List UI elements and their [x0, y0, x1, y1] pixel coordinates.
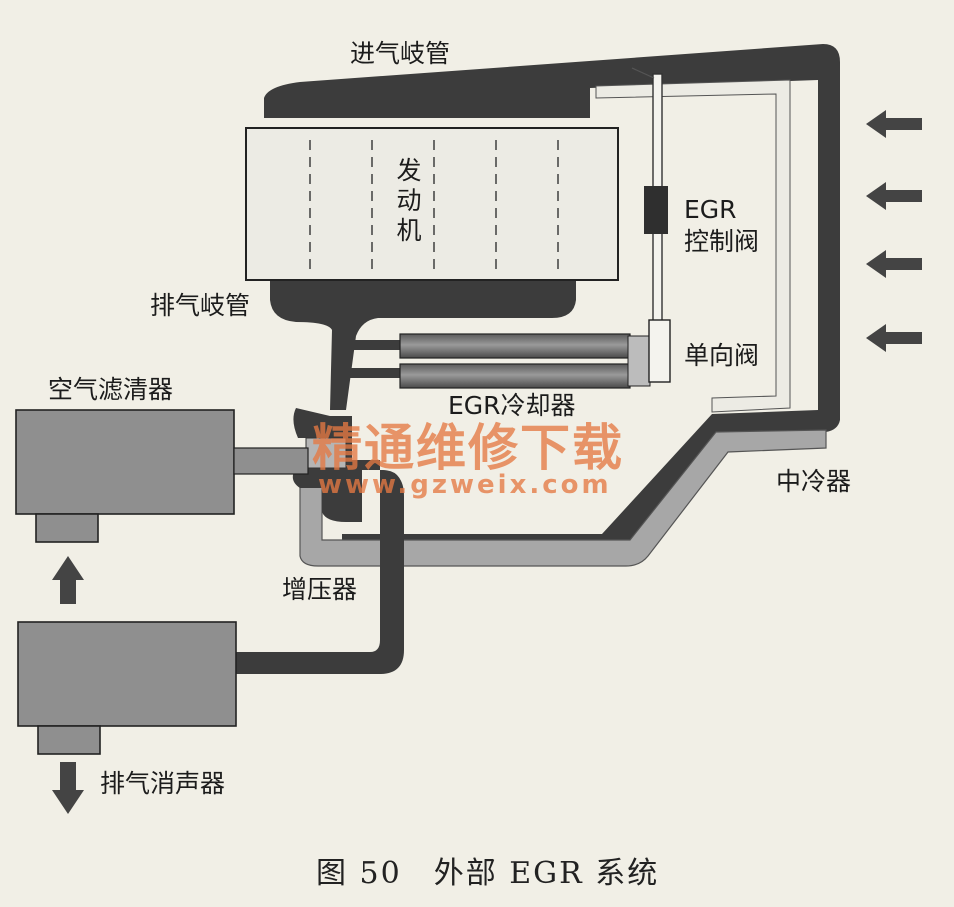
watermark-title: 精通维修下载 [312, 419, 624, 477]
turbocharger [292, 408, 402, 522]
air-filter-outlet [233, 447, 309, 475]
engine-label-1: 发 [396, 156, 422, 185]
watermark-url: www.gzweix.com [318, 470, 612, 500]
cooling-air-arrow-icon [866, 324, 922, 352]
turbo-compressor-housing [305, 437, 347, 469]
engine-label-3: 机 [396, 216, 422, 245]
check-valve-body [648, 319, 671, 383]
intercooler-label: 中冷器 [776, 467, 852, 496]
intake-air-arrow-icon [52, 556, 84, 604]
exhaust-out-arrow-icon [52, 762, 84, 814]
figure-caption: 图 50 外部 EGR 系统 [316, 856, 660, 891]
muffler-outlet [37, 725, 101, 755]
check-valve-label: 单向阀 [684, 341, 760, 370]
cooling-air-arrow-icon [866, 250, 922, 278]
muffler-label: 排气消声器 [100, 769, 226, 798]
intake-manifold-pipe [264, 44, 840, 556]
muffler [17, 621, 237, 727]
egr-control-valve [644, 186, 668, 234]
egr-valve-label-1: EGR [684, 195, 737, 224]
egr-cooler-connector [346, 340, 402, 350]
egr-cooler-end-cap [627, 335, 651, 387]
air-filter-label: 空气滤清器 [48, 375, 174, 404]
exhaust-downpipe [236, 470, 404, 674]
engine-label-2: 动 [396, 186, 422, 215]
cooling-air-arrow-icon [866, 110, 922, 138]
egr-cooler-label: EGR冷却器 [448, 391, 576, 420]
engine-block [245, 127, 619, 281]
exhaust-manifold-label: 排气岐管 [150, 291, 251, 320]
intercooler-return-pipe [299, 429, 827, 567]
turbocharger-label: 增压器 [282, 575, 358, 604]
egr-cooler-connector [346, 368, 402, 378]
egr-cooler-tube-upper [399, 333, 631, 359]
air-filter-inlet [35, 513, 99, 543]
egr-signal-pointer [631, 67, 655, 79]
cooling-air-arrow-icon [866, 182, 922, 210]
air-filter [15, 409, 235, 515]
intake-manifold-label: 进气岐管 [350, 39, 451, 68]
egr-valve-label-2: 控制阀 [684, 227, 760, 256]
egr-cooler-tube-lower [399, 363, 631, 389]
